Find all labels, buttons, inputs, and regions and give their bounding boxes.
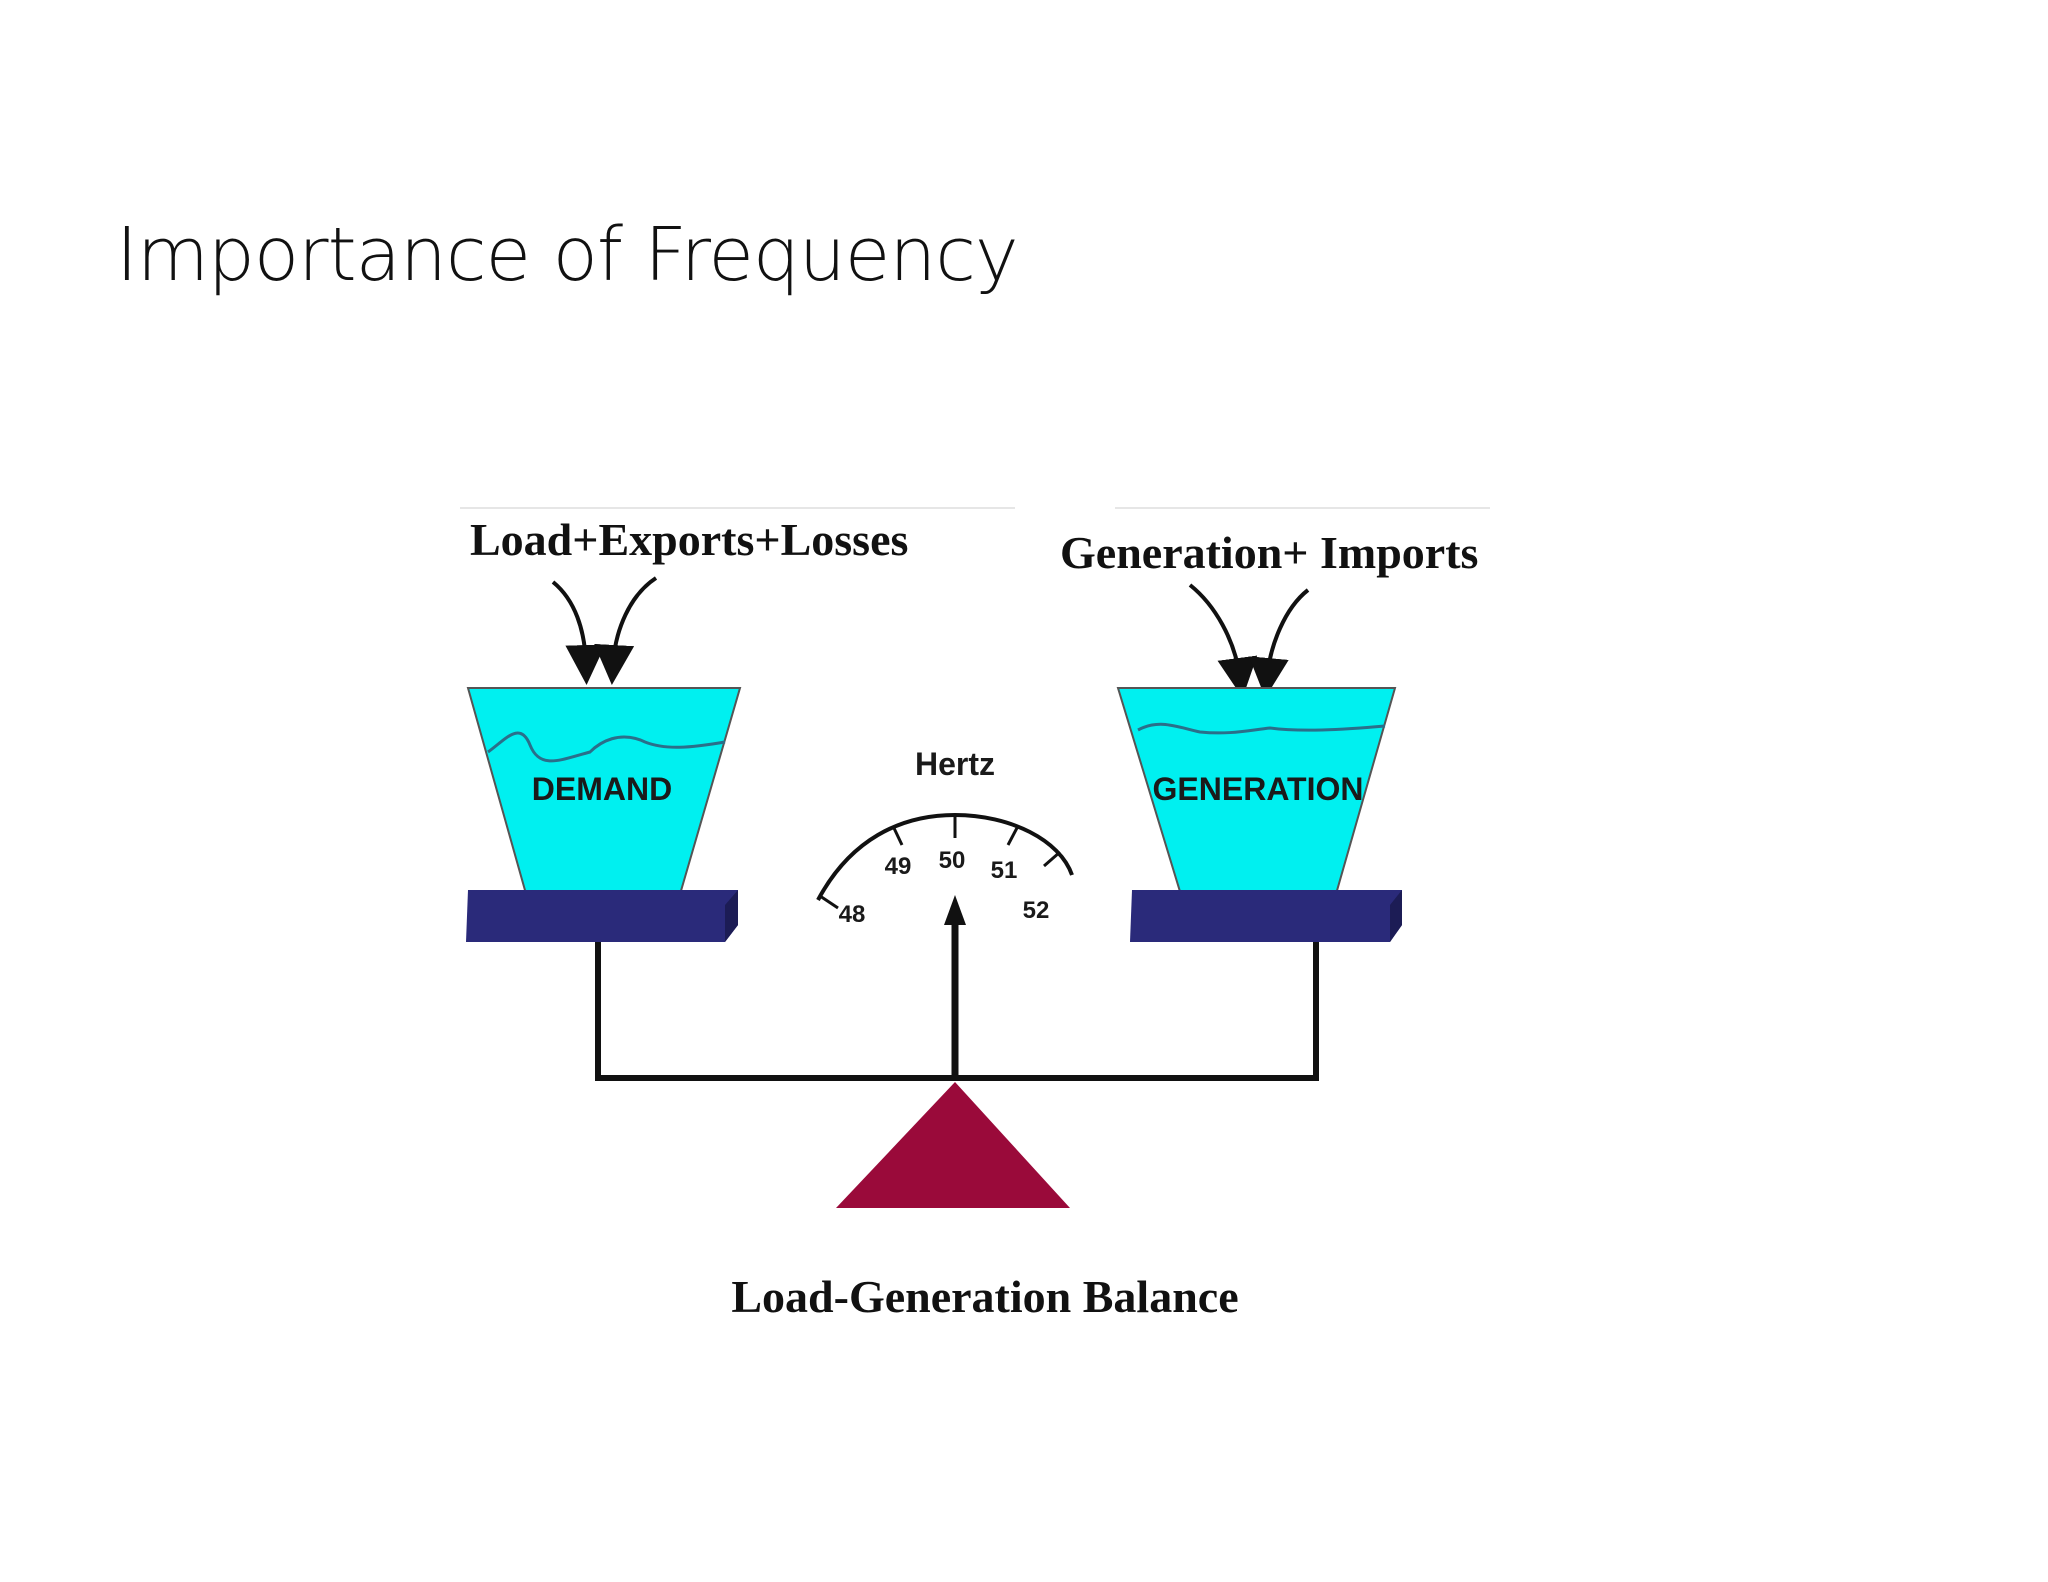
diagram-caption: Load-Generation Balance [731,1271,1238,1322]
gauge-tick-52 [1043,850,1061,868]
page-title: Importance of Frequency [116,212,1019,298]
frequency-gauge: Hertz 48 49 50 51 52 [816,746,1074,928]
generation-platform [1130,890,1402,942]
gauge-label-51: 51 [991,857,1018,884]
left-input-label: Load+Exports+Losses [470,514,908,565]
gauge-label-49: 49 [885,853,912,880]
fulcrum [836,1082,1070,1208]
frequency-pointer-tip [944,895,966,925]
gauge-tick-51 [1006,825,1020,846]
gauge-label-48: 48 [839,901,866,928]
generation-label: GENERATION [1153,771,1364,807]
right-input-arrow-2 [1248,588,1310,698]
gauge-unit-label: Hertz [915,746,995,782]
gauge-tick-48 [819,894,839,910]
left-input-arrow-2 [594,576,658,685]
gauge-label-50: 50 [939,847,966,874]
generation-bucket: GENERATION [1116,687,1397,909]
gauge-tick-49 [891,825,904,846]
gauge-label-52: 52 [1023,897,1050,924]
demand-bucket: DEMAND [466,687,742,909]
demand-label: DEMAND [532,771,672,807]
right-input-arrow-1 [1188,583,1258,698]
right-input-label: Generation+ Imports [1060,527,1478,578]
left-input-arrow-1 [551,580,606,685]
demand-platform [466,890,738,942]
